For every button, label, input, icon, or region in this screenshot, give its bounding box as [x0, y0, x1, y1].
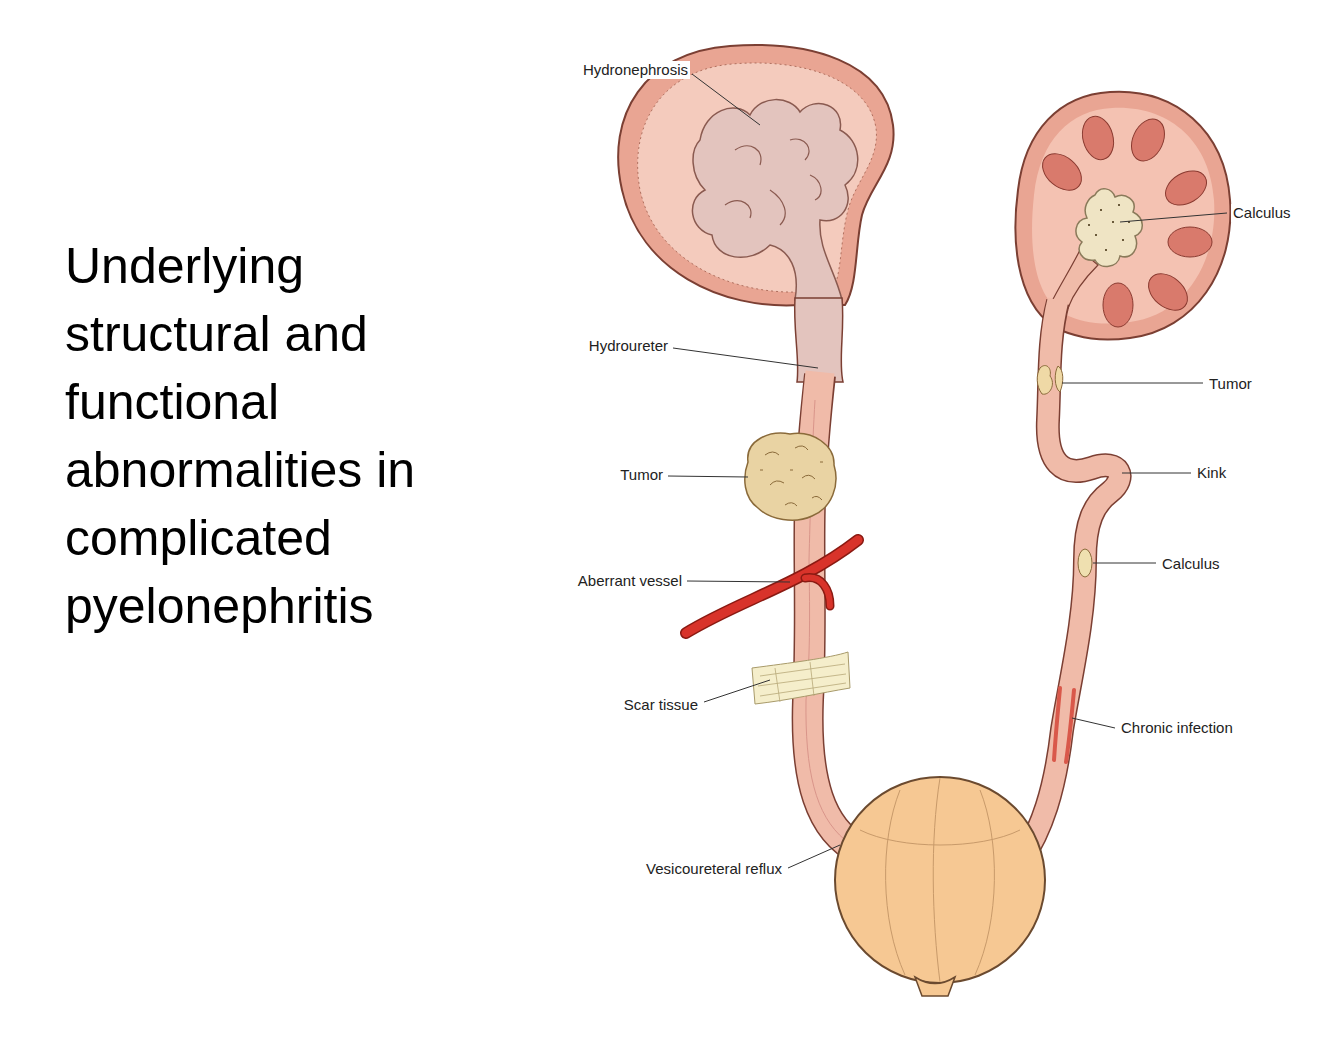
calyx-fold: [725, 139, 821, 225]
part-label: Chronic infection: [1119, 719, 1235, 737]
right-ureter: [1020, 300, 1120, 862]
part-label: Hydronephrosis: [581, 61, 690, 79]
left-kidney-outer: [618, 45, 893, 305]
scar-tissue: [752, 652, 850, 704]
part-label: Scar tissue: [622, 696, 700, 714]
bladder-folds: [860, 778, 1020, 982]
part-label: Tumor: [618, 466, 665, 484]
renal-pyramids: [1036, 113, 1213, 327]
part-label: Vesicoureteral reflux: [644, 860, 784, 878]
bladder: [835, 777, 1045, 983]
leader-line: [1093, 563, 1156, 564]
aberrant-vessel-branch: [805, 578, 830, 606]
leader-line: [1120, 213, 1227, 222]
part-label: Aberrant vessel: [576, 572, 684, 590]
chronic-infection-inflammation: [1054, 688, 1074, 762]
renal-pyramid: [1036, 146, 1089, 197]
leader-lines: [668, 74, 1227, 868]
calculus-texture: [1088, 205, 1130, 250]
renal-pyramid: [1142, 266, 1195, 317]
part-label: Calculus: [1160, 555, 1222, 573]
hydronephrotic-pelvis: [692, 100, 857, 300]
bladder-neck: [915, 977, 955, 996]
renal-pyramid: [1159, 164, 1212, 212]
part-label: Hydroureter: [587, 337, 670, 355]
aberrant-vessel: [686, 540, 858, 633]
right-tumor: [1037, 366, 1063, 395]
leader-line: [692, 74, 760, 125]
leader-line: [673, 348, 818, 368]
renal-pyramid: [1125, 114, 1171, 167]
leader-line: [687, 581, 790, 582]
aberrant-vessel-branch: [805, 578, 830, 606]
aberrant-vessel: [686, 540, 858, 633]
leader-line: [704, 680, 770, 702]
hydroureter: [795, 298, 843, 382]
part-label: Calculus: [1231, 204, 1293, 222]
leader-line: [668, 476, 748, 477]
leader-line: [788, 845, 840, 868]
leader-line: [1122, 473, 1191, 474]
slide-title: Underlying structural and functional abn…: [65, 232, 460, 640]
leader-line: [1062, 383, 1203, 384]
left-tumor: [745, 433, 836, 520]
staghorn-calculus: [1076, 189, 1142, 267]
ureteral-calculus: [1078, 549, 1092, 577]
renal-pyramid: [1168, 227, 1212, 257]
leader-line: [1072, 718, 1115, 728]
scar-tissue-fibres: [758, 662, 846, 702]
part-label: Tumor: [1207, 375, 1254, 393]
renal-pyramid: [1078, 113, 1118, 163]
tumor-texture: [760, 446, 823, 506]
right-ureter-outline: [1020, 302, 1120, 862]
renal-pyramid: [1103, 283, 1133, 327]
part-label: Kink: [1195, 464, 1228, 482]
